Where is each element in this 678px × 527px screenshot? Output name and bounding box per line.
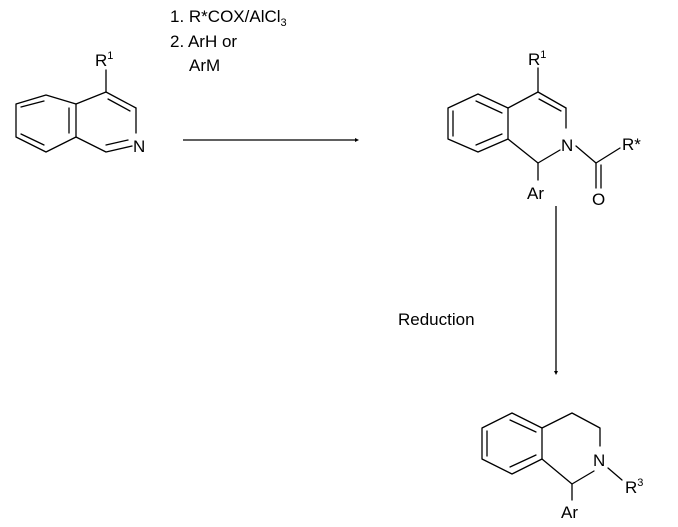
start-pyridine-ring (75, 91, 137, 109)
int-benzo-inner-bond-2 (475, 133, 503, 146)
starting-isoquinoline: R1 N (15, 50, 145, 156)
reagent-step-2: 2. ArH or (170, 32, 237, 51)
reagent-step-1: 1. R*COX/AlCl3 (170, 7, 287, 29)
int-r1-label: R1 (528, 49, 546, 69)
prod-n-label: N (593, 451, 605, 470)
prod-benzo-inner-bond-2 (509, 454, 537, 468)
int-acyl-r-label: R* (622, 135, 641, 154)
prod-benzo-inner-bond-3 (509, 419, 537, 433)
start-n-c1-bond (75, 136, 133, 153)
start-c4-c3-double (107, 98, 131, 112)
reaction-arrowhead-vertical (554, 371, 558, 375)
prod-n-c1-bond (541, 458, 595, 485)
int-acyl-bonds (575, 145, 621, 164)
reaction-arrowhead-horizontal (355, 138, 359, 142)
prod-saturated-ring (541, 412, 601, 447)
int-c3-c4-double (538, 98, 562, 112)
int-aryl-label: Ar (527, 184, 544, 203)
int-c4-bonds (507, 91, 567, 109)
prod-n-r3-bond (607, 467, 623, 481)
int-carbonyl-o-label: O (592, 190, 605, 209)
start-benzo-ring (15, 94, 77, 153)
int-benzo-ring (447, 93, 509, 153)
int-benzo-inner-bond-3 (475, 100, 503, 114)
int-n-label: N (561, 136, 573, 155)
int-n-c1-bond (507, 138, 561, 164)
prod-aryl-label: Ar (561, 503, 578, 522)
intermediate-dihydroisoquinoline: R1 N R* O Ar (447, 49, 641, 209)
reagent-block: 1. R*COX/AlCl3 2. ArH or ArM (170, 7, 287, 75)
start-benzo-inner-bond-3 (20, 100, 45, 108)
prod-r3-label: R3 (625, 477, 643, 497)
start-benzo-inner-bond-2 (20, 133, 45, 146)
reduction-label: Reduction (398, 310, 475, 329)
product-tetrahydroisoquinoline: N R3 Ar (481, 412, 643, 522)
start-c1-n-double (105, 139, 129, 146)
start-r1-label: R1 (95, 50, 113, 70)
reagent-step-2-cont: ArM (189, 56, 220, 75)
start-n-label: N (133, 137, 145, 156)
prod-benzo-ring (481, 412, 543, 475)
